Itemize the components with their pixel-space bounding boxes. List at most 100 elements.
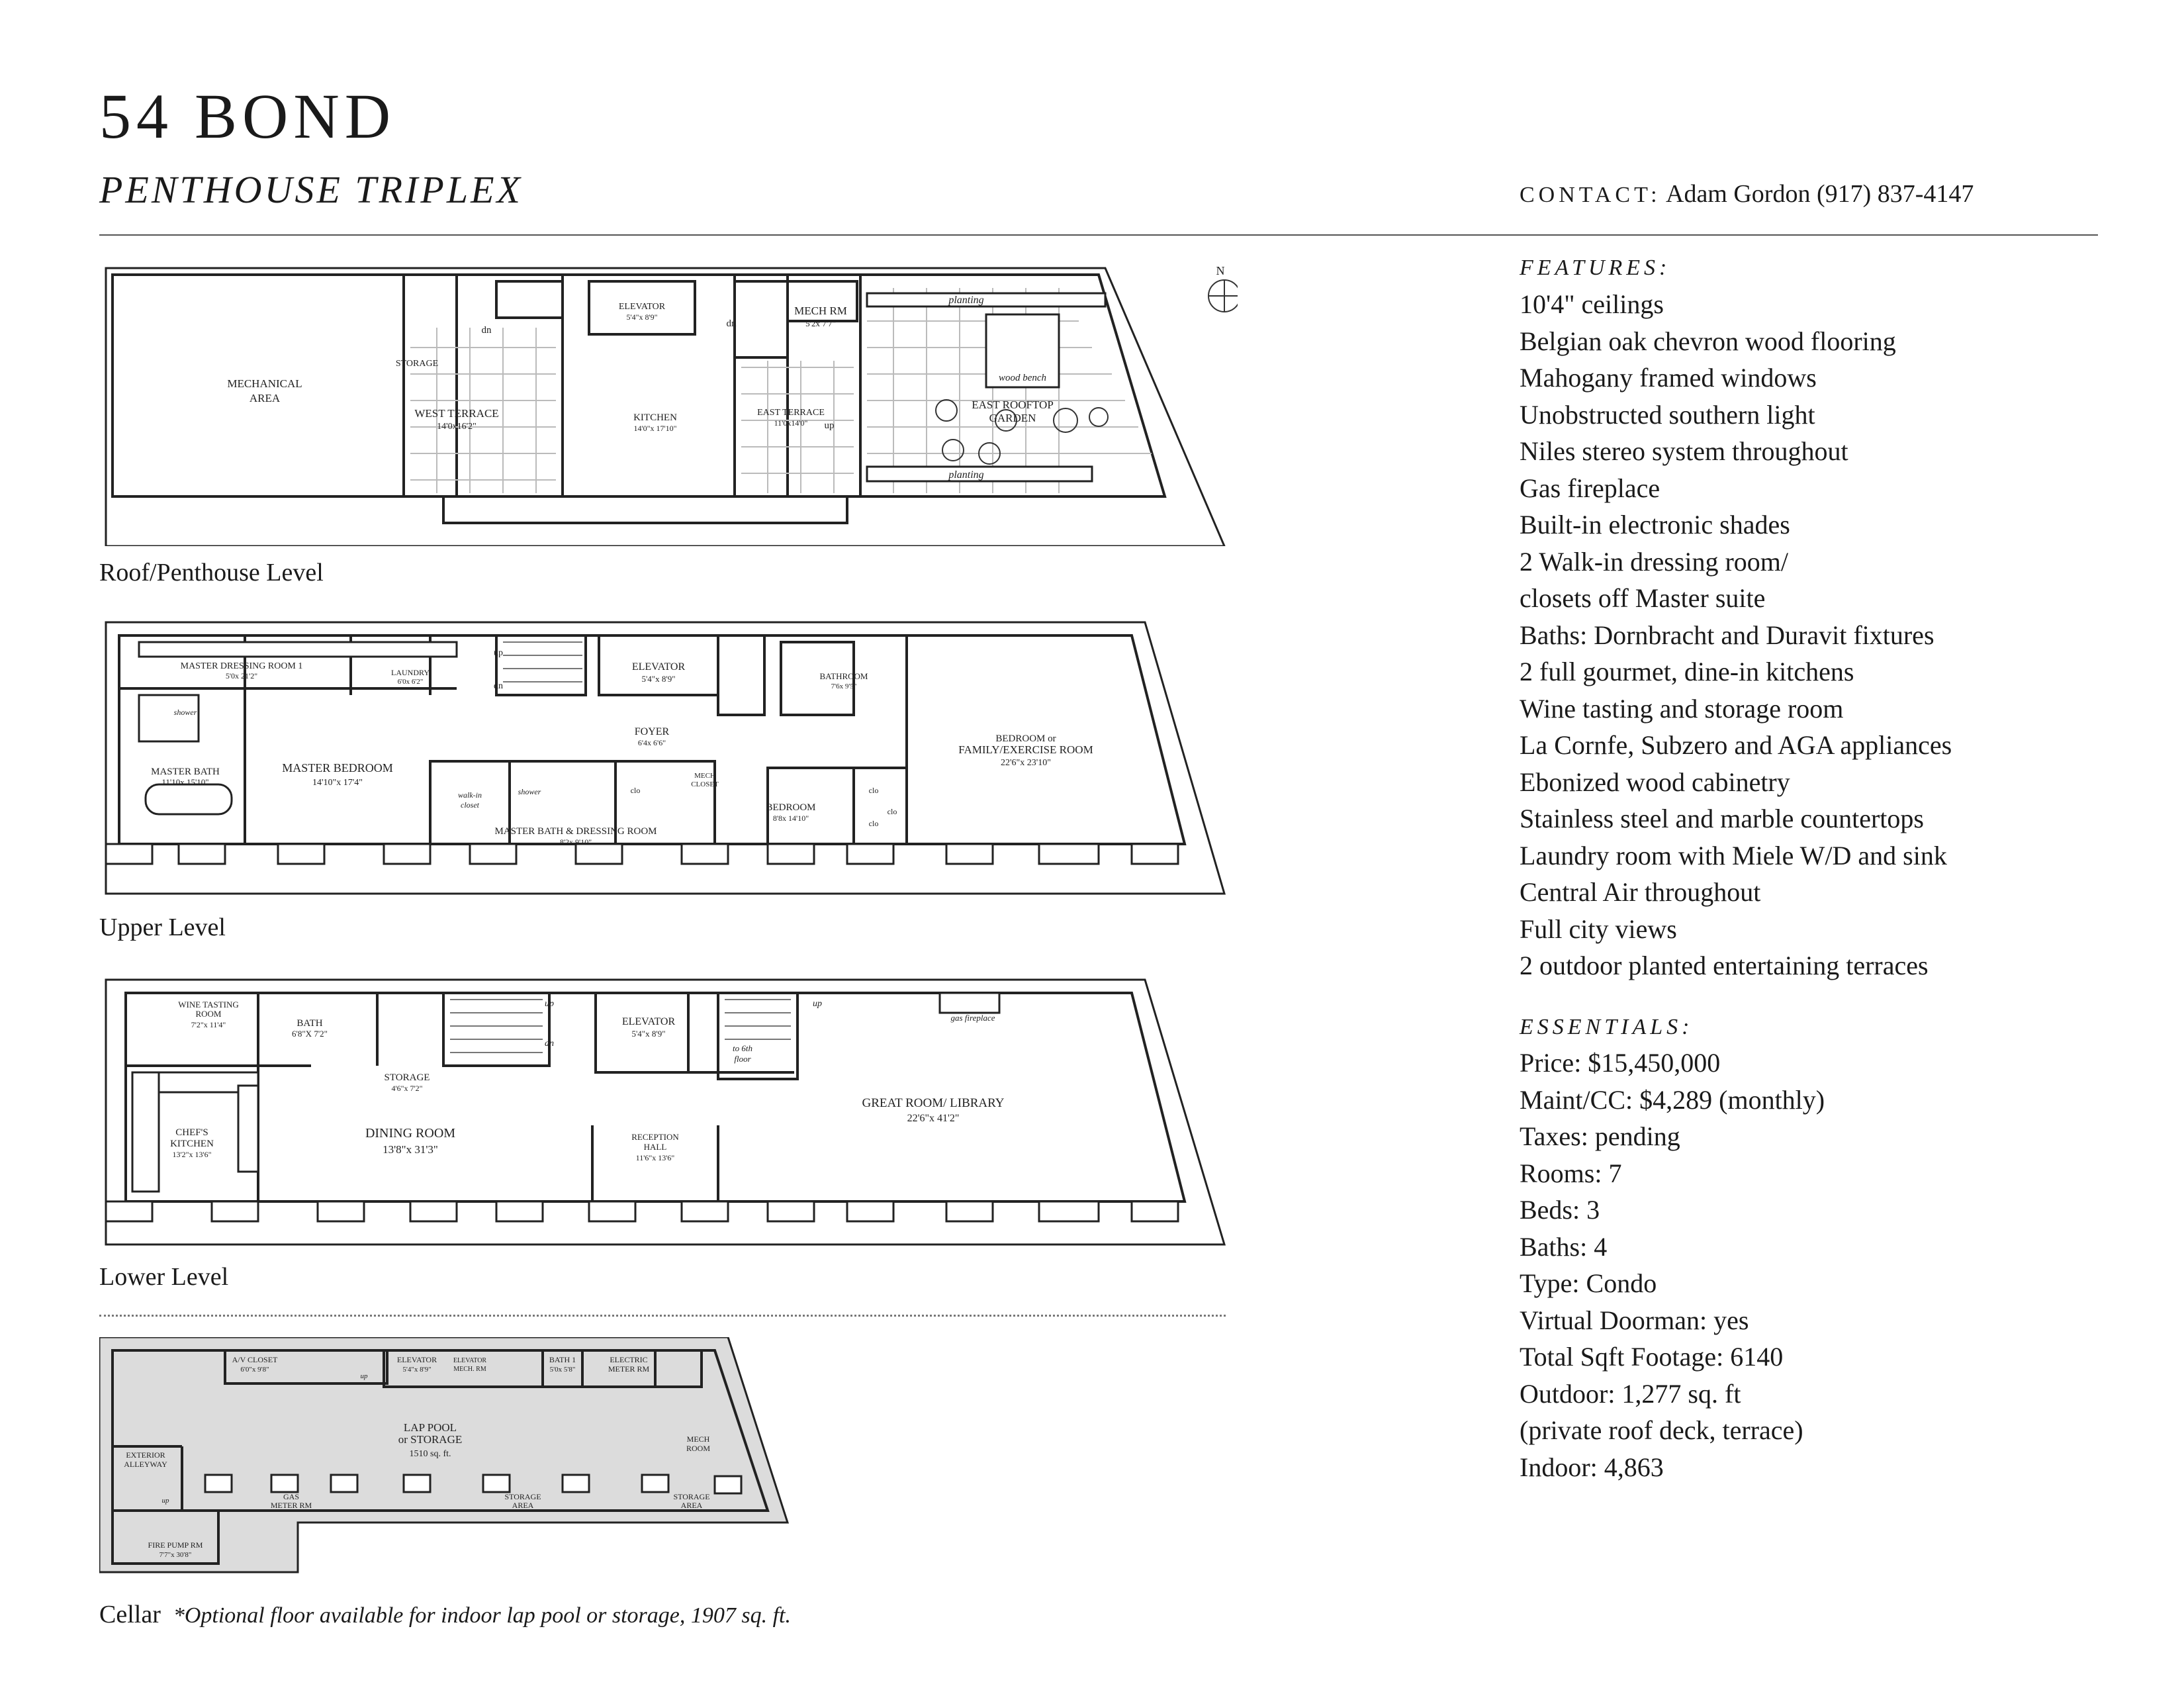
upper-level-caption: Upper Level — [99, 914, 226, 941]
feature-item: Wine tasting and storage room — [1520, 693, 1844, 724]
feature-item: Laundry room with Miele W/D and sink — [1520, 840, 1947, 870]
cellar-fire-pump-label: FIRE PUMP RM — [148, 1540, 203, 1550]
lower-elevator-label: ELEVATOR — [622, 1016, 676, 1027]
upper-clo3-label: clo — [869, 819, 879, 828]
roof-west-terrace-label: WEST TERRACE — [414, 407, 498, 420]
feature-item: Unobstructed southern light — [1520, 399, 1815, 430]
cellar-gas-label-2: METER RM — [271, 1501, 312, 1510]
cellar-pool-label: LAP POOL — [404, 1421, 457, 1434]
lower-bath-dim: 6'8"X 7'2" — [292, 1029, 328, 1039]
cellar-av-label: A/V CLOSET — [232, 1355, 278, 1364]
upper-elevator-label: ELEVATOR — [632, 661, 686, 673]
upper-master-bath-dim: 11'10x 15'10" — [161, 777, 208, 787]
contact-value[interactable]: Adam Gordon (917) 837-4147 — [1666, 180, 1974, 208]
lower-great-room-dim: 22'6"x 41'2" — [907, 1113, 960, 1124]
roof-mechanical-label: MECHANICAL — [227, 377, 302, 390]
cellar-note: *Optional floor available for indoor lap… — [173, 1603, 791, 1628]
lower-level-caption: Lower Level — [99, 1263, 229, 1291]
cellar-storage2-label-2: AREA — [681, 1501, 703, 1510]
upper-mech-closet-label: MECH — [694, 772, 715, 780]
essential-item: Taxes: pending — [1520, 1121, 1680, 1151]
lower-reception-label: RECEPTION — [631, 1132, 679, 1142]
property-title: 54 BOND — [99, 81, 396, 152]
roof-garden-label: EAST ROOFTOP — [972, 399, 1054, 411]
lower-kitchen-dim: 13'2"x 13'6" — [172, 1150, 211, 1159]
essential-item: Price: $15,450,000 — [1520, 1048, 1721, 1078]
feature-item: Full city views — [1520, 914, 1677, 944]
feature-item: closets off Master suite — [1520, 583, 1766, 613]
lower-great-room-label: GREAT ROOM/ LIBRARY — [862, 1096, 1004, 1110]
lower-bath-label: BATH — [296, 1018, 322, 1029]
north-arrow-label: N — [1216, 264, 1225, 277]
lower-storage-dim: 4'6"x 7'2" — [391, 1084, 422, 1093]
feature-item: 10'4" ceilings — [1520, 289, 1664, 319]
cellar-caption-line: Cellar *Optional floor available for ind… — [99, 1602, 791, 1627]
cellar-electric-label-2: METER RM — [608, 1364, 650, 1374]
lower-wine-label: WINE TASTING — [178, 1000, 239, 1009]
lower-up-label-2: up — [813, 999, 822, 1009]
upper-laundry-label: LAUNDRY — [391, 668, 430, 677]
cellar-caption: Cellar — [99, 1601, 161, 1628]
upper-dressing-label: MASTER DRESSING ROOM 1 — [181, 661, 303, 671]
cellar-elev-mech-label: ELEVATOR — [453, 1357, 487, 1364]
upper-up-label: up — [494, 648, 503, 658]
property-subtitle: PENTHOUSE TRIPLEX — [99, 168, 523, 211]
upper-shower2-label: shower — [518, 787, 541, 796]
upper-dressing-dim: 5'0x 21'2" — [226, 671, 257, 680]
lower-gas-fireplace: gas fireplace — [950, 1013, 995, 1023]
feature-item: Baths: Dornbracht and Duravit fixtures — [1520, 620, 1934, 650]
lower-storage-label: STORAGE — [385, 1072, 430, 1083]
essential-item: Total Sqft Footage: 6140 — [1520, 1342, 1784, 1372]
feature-item: Niles stereo system throughout — [1520, 436, 1848, 466]
header-divider — [99, 234, 2098, 236]
feature-item: 2 full gourmet, dine-in kitchens — [1520, 657, 1854, 686]
roof-garden-label-2: GARDEN — [989, 412, 1036, 424]
upper-bedroom-or-label: BEDROOM or — [995, 733, 1056, 744]
roof-planting-top: planting — [948, 295, 983, 306]
cellar-bath-dim: 5'0x 5'8" — [550, 1366, 576, 1374]
feature-item: 2 outdoor planted entertaining terraces — [1520, 951, 1929, 980]
essential-item: (private roof deck, terrace) — [1520, 1415, 1803, 1445]
upper-master-bath-dressing: MASTER BATH & DRESSING ROOM — [494, 826, 657, 837]
cellar-mech-label-2: ROOM — [686, 1444, 710, 1453]
feature-item: Stainless steel and marble countertops — [1520, 804, 1924, 833]
cellar-alley-label: EXTERIOR — [126, 1450, 165, 1460]
upper-foyer-label: FOYER — [635, 726, 670, 737]
roof-dn-label-2: dn — [727, 318, 737, 329]
cellar-alley-label-2: ALLEYWAY — [124, 1460, 167, 1469]
lower-to-6th-label: to 6th — [733, 1043, 752, 1053]
upper-master-bath-dressing-dim: 8'2x 9'10" — [560, 837, 592, 847]
lower-reception-label-2: HALL — [644, 1142, 667, 1152]
lower-kitchen-label: KITCHEN — [170, 1139, 214, 1149]
cellar-elevator-label: ELEVATOR — [397, 1355, 437, 1364]
feature-item: Belgian oak chevron wood flooring — [1520, 326, 1896, 356]
cellar-bath-label: BATH 1 — [549, 1355, 576, 1364]
upper-master-bed-label: MASTER BEDROOM — [282, 761, 393, 774]
cellar-electric-label: ELECTRIC — [610, 1355, 647, 1364]
roof-floorplan: MECHANICAL AREA STORAGE WEST TERRACE 14'… — [105, 264, 1238, 546]
roof-planting-bottom: planting — [948, 469, 983, 481]
lower-wine-dim: 7'2"x 11'4" — [191, 1020, 226, 1029]
feature-item: 2 Walk-in dressing room/ — [1520, 546, 1788, 577]
upper-bathroom-dim: 7'6x 9'5" — [831, 682, 857, 690]
upper-family-label: FAMILY/EXERCISE ROOM — [958, 743, 1093, 756]
roof-wood-bench: wood bench — [999, 373, 1046, 383]
cellar-up-label: up — [361, 1372, 369, 1380]
lower-to-6th-label-2: floor — [734, 1054, 751, 1064]
feature-item: Built-in electronic shades — [1520, 510, 1790, 539]
lower-elevator-dim: 5'4"x 8'9" — [631, 1029, 665, 1039]
roof-elevator-label: ELEVATOR — [619, 302, 666, 312]
upper-floorplan: MASTER DRESSING ROOM 1 5'0x 21'2" shower… — [105, 621, 1226, 895]
upper-mech-closet-label-2: CLOSET — [691, 780, 719, 788]
upper-shower-label: shower — [174, 708, 197, 717]
cellar-floorplan: A/V CLOSET 6'0"x 9'8" up ELEVATOR 5'4"x … — [99, 1337, 790, 1573]
upper-foyer-dim: 6'4x 6'6" — [638, 738, 666, 747]
cellar-pool-label-2: or STORAGE — [398, 1433, 463, 1446]
feature-item: Central Air throughout — [1520, 877, 1761, 907]
lower-floorplan: WINE TASTING ROOM 7'2"x 11'4" BATH 6'8"X… — [105, 978, 1226, 1246]
cellar-gas-label: GAS — [283, 1492, 299, 1501]
roof-up-label: up — [825, 420, 835, 431]
cellar-pool-dim: 1510 sq. ft. — [410, 1449, 451, 1459]
lower-wine-label-2: ROOM — [195, 1009, 221, 1019]
